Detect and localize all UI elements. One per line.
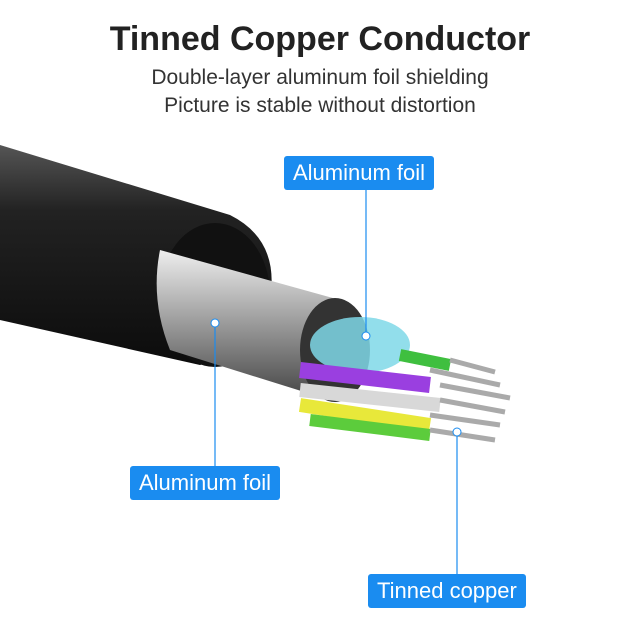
- page-title: Tinned Copper Conductor: [109, 20, 531, 58]
- callout-tinned-copper: Tinned copper: [368, 574, 526, 608]
- callout-outer-aluminum-foil: Aluminum foil: [130, 466, 281, 500]
- wires: [298, 349, 511, 443]
- inner-foil: [310, 317, 410, 373]
- subtitle-line-2: Picture is stable without distortion: [164, 94, 476, 117]
- subtitle-line-1: Double-layer aluminum foil shielding: [151, 66, 489, 89]
- callout-inner-aluminum-foil: Aluminum foil: [284, 156, 435, 190]
- outer-foil: [156, 250, 340, 400]
- leader-lines: [214, 190, 458, 575]
